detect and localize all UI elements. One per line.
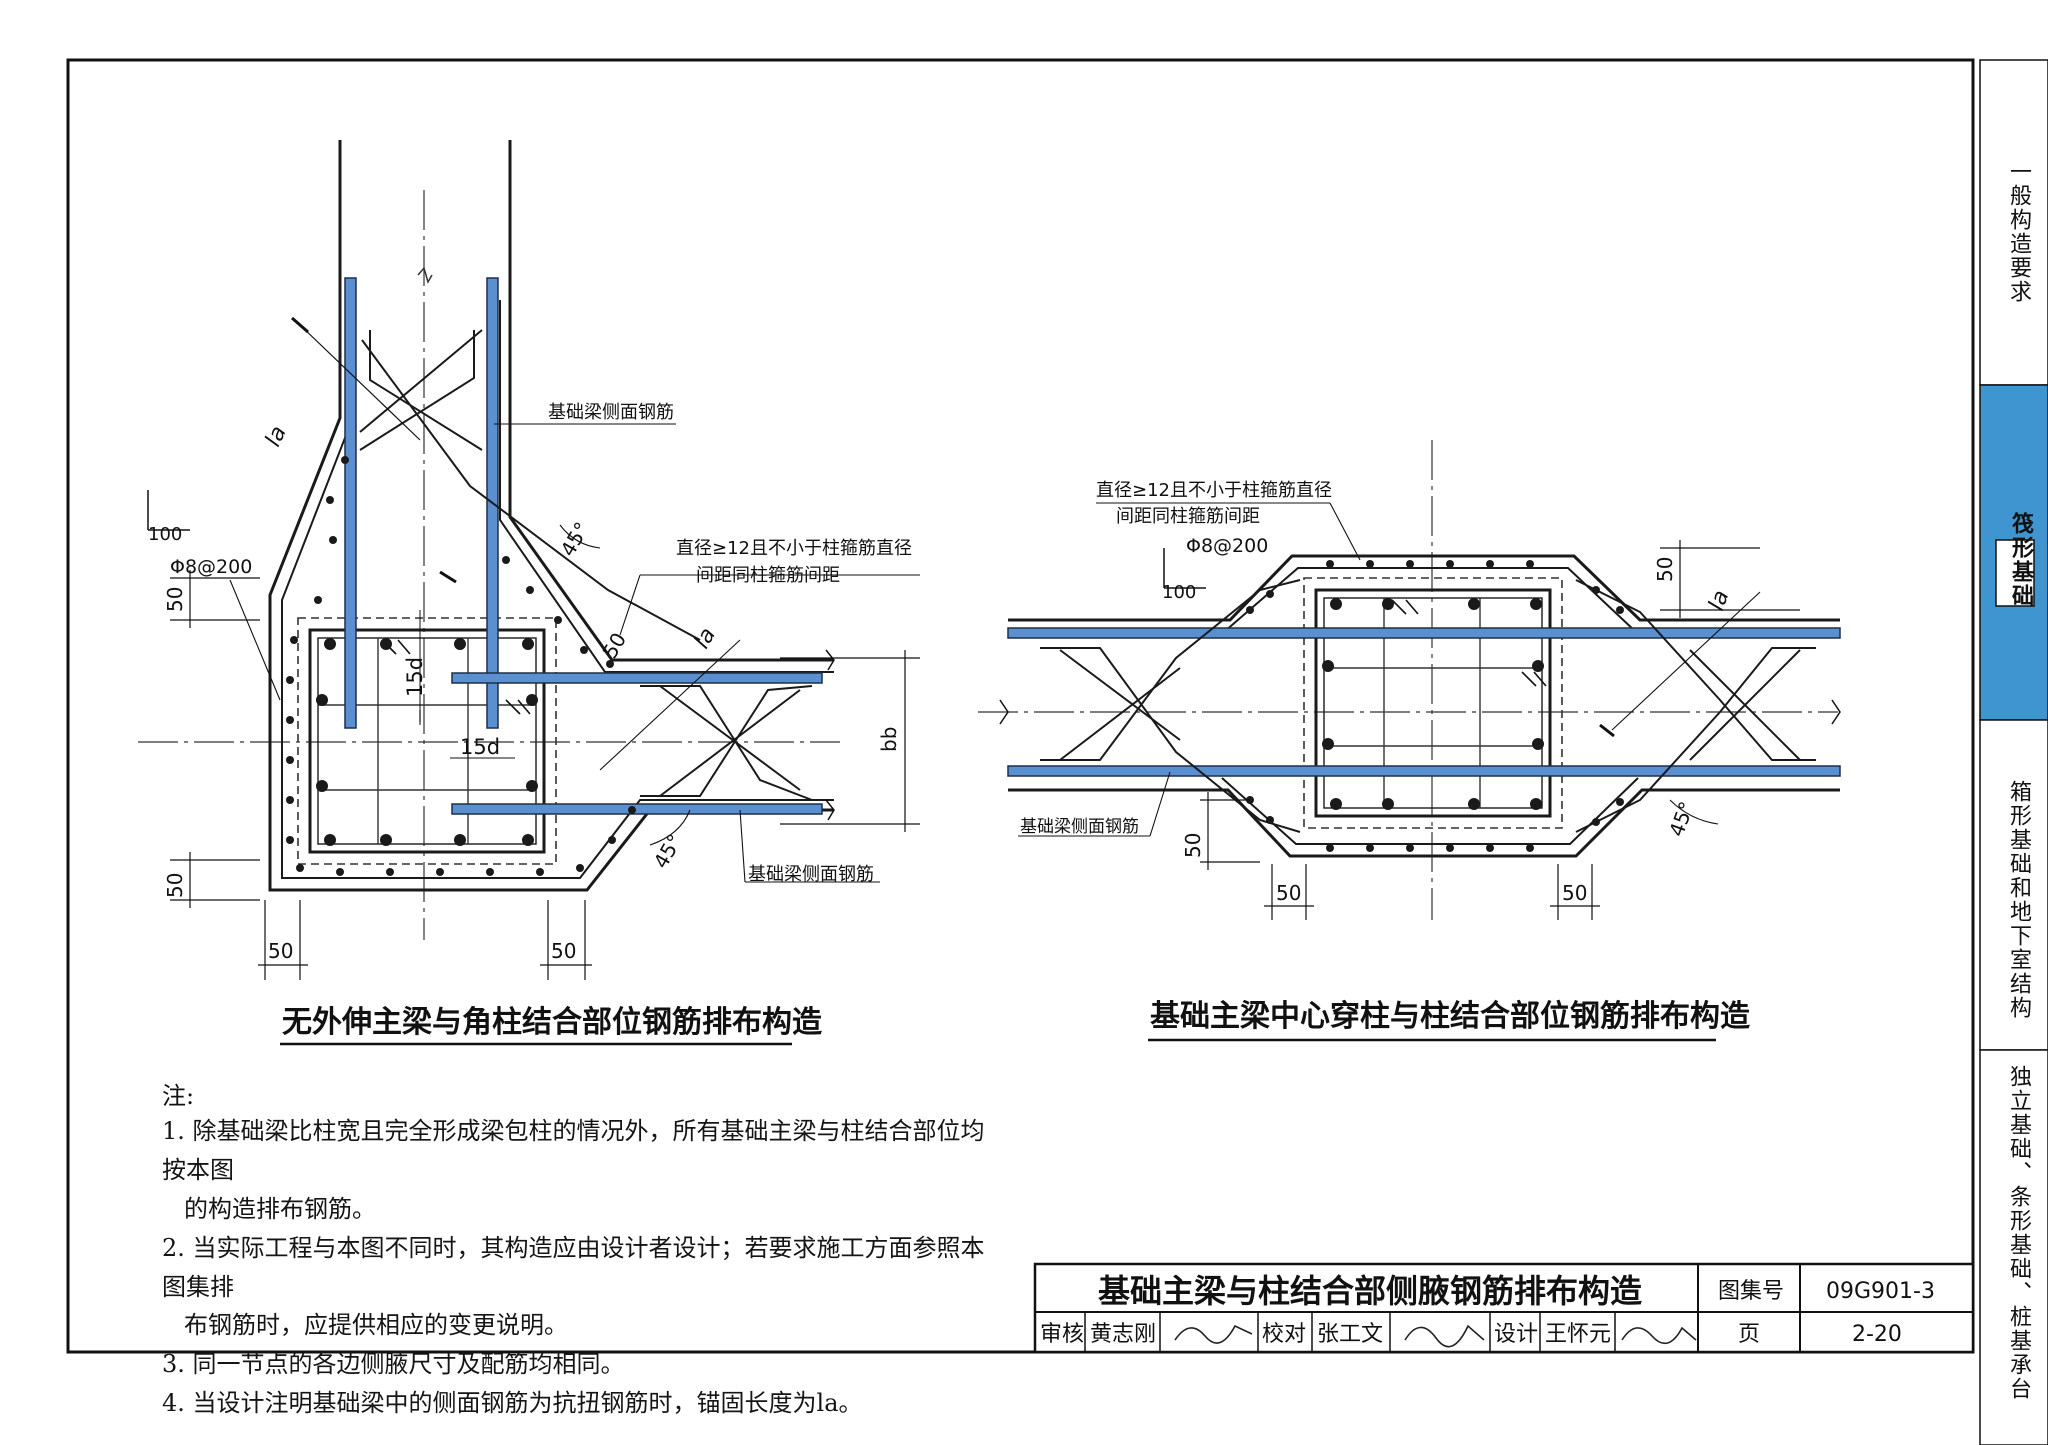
left-dim-15d-horizontal: 15d [460,735,500,759]
left-dim-50-b: 50 [163,873,187,898]
left-dim-50-a: 50 [163,587,187,612]
checker-name: 张工文 [1317,1322,1383,1347]
atlas-number-label: 图集号 [1718,1279,1784,1304]
left-bb-label: bb [877,727,901,752]
note-1-line-1: 1. 除基础梁比柱宽且完全形成梁包柱的情况外，所有基础主梁与柱结合部位均按本图 [162,1117,985,1184]
notes-heading: 注: [162,1082,195,1110]
right-dim-50-c: 50 [1276,881,1301,905]
left-la-label-1: la [261,422,292,450]
tab-box-foundation[interactable]: 箱形基础和地下室结构 [2006,780,2031,1020]
design-label: 设计 [1494,1322,1538,1347]
tab-general-bg [1979,59,2048,386]
left-stirrup-label: Φ8@200 [170,556,252,578]
right-diameter-note-1: 直径≥12且不小于柱箍筋直径 [1096,480,1332,501]
left-diameter-note-1: 直径≥12且不小于柱箍筋直径 [676,538,912,559]
atlas-number-value: 09G901-3 [1826,1279,1935,1304]
note-4: 4. 当设计注明基础梁中的侧面钢筋为抗扭钢筋时，锚固长度为la。 [162,1389,863,1418]
left-detail-drawing: 基础梁侧面钢筋 直径≥12且不小于柱箍筋直径 间距同柱箍筋间距 Φ8@200 1… [138,140,920,1046]
reviewer-signature [1174,1324,1253,1344]
note-3: 3. 同一节点的各边侧腋尺寸及配筋均相同。 [162,1350,625,1379]
right-stirrup-label: Φ8@200 [1186,535,1268,557]
left-dim-50-e: 50 [598,628,632,662]
side-tabs [1979,59,2048,1445]
right-diameter-note-2: 间距同柱箍筋间距 [1116,506,1260,527]
left-dim-50-d: 50 [551,939,576,963]
title-block-title: 基础主梁与柱结合部侧腋钢筋排布构造 [1098,1272,1642,1310]
page-number-value: 2-20 [1852,1322,1902,1347]
note-2-line-1: 2. 当实际工程与本图不同时，其构造应由设计者设计；若要求施工方面参照本图集排 [162,1233,985,1301]
left-drawing-title: 无外伸主梁与角柱结合部位钢筋排布构造 [282,1005,822,1040]
right-dim-50-a: 50 [1653,557,1677,582]
right-drawing-title: 基础主梁中心穿柱与柱结合部位钢筋排布构造 [1150,999,1750,1034]
note-1-line-2: 的构造排布钢筋。 [184,1194,376,1223]
check-label: 校对 [1262,1322,1306,1347]
right-angle-45: 45° [1664,798,1699,840]
note-2-line-2: 布钢筋时，应提供相应的变更说明。 [184,1311,568,1340]
left-angle-45-bottom: 45° [649,830,688,873]
left-side-rebar-label-bottom: 基础梁侧面钢筋 [748,864,874,885]
right-dim-50-d: 50 [1562,881,1587,905]
left-diameter-note-2: 间距同柱箍筋间距 [696,565,840,586]
right-dim-100: 100 [1162,582,1196,603]
left-dim-50-c: 50 [268,939,293,963]
designer-signature [1621,1326,1697,1345]
left-dim-15d-vertical: 15d [403,657,427,697]
left-side-rebar-label-top: 基础梁侧面钢筋 [548,402,674,423]
title-block: 基础主梁与柱结合部侧腋钢筋排布构造 图集号 09G901-3 页 2-20 审核… [1033,1262,1975,1354]
designer-name: 王怀元 [1545,1322,1611,1347]
notes-list: 1. 除基础梁比柱宽且完全形成梁包柱的情况外，所有基础主梁与柱结合部位均按本图 … [162,1112,1002,1423]
right-detail-drawing: 直径≥12且不小于柱箍筋直径 间距同柱箍筋间距 Φ8@200 100 50 50… [978,440,1841,1042]
tab-isolated-foundation[interactable]: 独立基础、条形基础、桩基承台 [2006,1065,2031,1401]
review-label: 审核 [1040,1322,1084,1347]
page-label: 页 [1738,1322,1760,1347]
checker-signature [1404,1324,1485,1348]
right-dim-50-b: 50 [1181,833,1205,858]
right-side-rebar-label: 基础梁侧面钢筋 [1020,817,1139,837]
tab-raft-foundation[interactable]: 筏形基础 [2008,512,2033,608]
left-dim-100: 100 [148,524,182,545]
left-la-label-2: la [690,624,721,653]
reviewer-name: 黄志刚 [1090,1322,1156,1347]
tab-general[interactable]: 一般构造要求 [2006,160,2031,304]
